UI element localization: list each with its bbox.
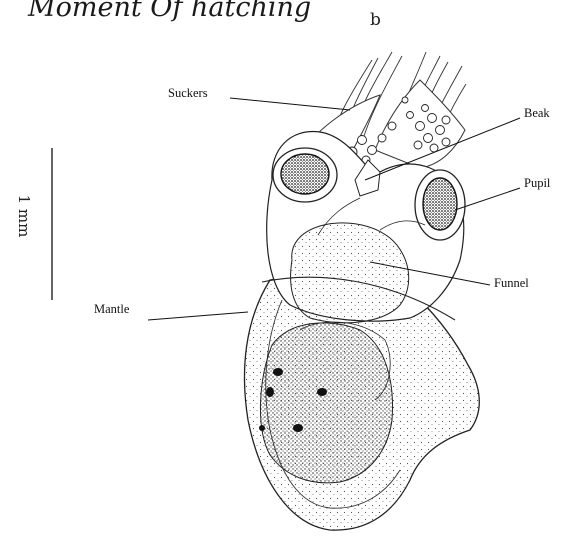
label-mantle: Mantle [94,302,129,317]
label-beak: Beak [524,106,550,121]
label-pupil: Pupil [524,176,550,191]
right-eye [423,178,457,230]
viscera [260,323,392,483]
left-eye [281,154,329,194]
label-funnel: Funnel [494,276,529,291]
panel-label: b [370,10,381,30]
scale-label: 1 mm [13,194,35,238]
label-suckers: Suckers [168,86,208,101]
figure-title: Moment Of hatching [28,0,311,23]
